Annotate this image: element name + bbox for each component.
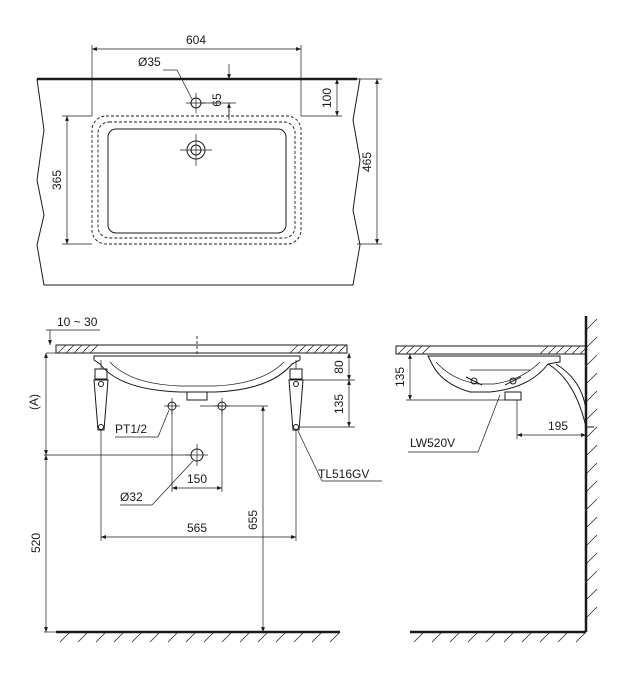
leader-trap-model: LW520V — [408, 394, 501, 453]
leader-faucet-hole: Ø35 — [138, 55, 193, 100]
side-countertop — [395, 345, 587, 355]
leader-pipe-thread: PT1/2 — [115, 409, 170, 438]
dim-mount-height-520: 520 — [29, 353, 56, 633]
bracket-spacing-label: 565 — [187, 521, 207, 535]
reference-a-label: (A) — [27, 394, 41, 410]
pipe-thread-label: PT1/2 — [115, 422, 147, 436]
side-floor — [410, 630, 587, 643]
dim-faucet-offset-65: 65 — [201, 64, 236, 120]
basin-outer-dashed — [91, 115, 302, 245]
dim-bowl-depth-365: 365 — [50, 115, 92, 245]
clearance-label: 10 ~ 30 — [57, 315, 98, 329]
leader-waste-dia: Ø32 — [120, 460, 194, 506]
faucet-hole-dia-label: Ø35 — [138, 55, 161, 69]
dim-counter-depth-465: 465 — [357, 78, 382, 245]
right-bracket — [288, 360, 304, 431]
dim-floor-to-waste-655: 655 — [200, 405, 268, 632]
plan-view: 604 Ø35 65 100 465 — [36, 33, 382, 286]
front-basin-body — [93, 336, 301, 401]
side-drop-label: 135 — [393, 367, 407, 387]
side-view: 135 195 LW520V — [393, 316, 598, 643]
basin-inner-dashed — [97, 121, 296, 239]
front-countertop — [55, 344, 348, 354]
bracket-drop-label: 135 — [332, 394, 346, 414]
dim-counter-edge-100: 100 — [301, 79, 342, 117]
width-label: 604 — [186, 33, 206, 47]
counter-depth-label: 465 — [360, 152, 374, 172]
bracket-model-label: TL516GV — [318, 467, 369, 481]
faucet-offset-label: 65 — [210, 93, 224, 107]
waste-dia-label: Ø32 — [120, 490, 143, 504]
dim-clearance: 10 ~ 30 — [46, 315, 100, 354]
leader-bracket-model: TL516GV — [297, 430, 382, 482]
bowl-outline — [107, 128, 287, 234]
dim-bracket-height-80: 80 — [300, 353, 355, 381]
bowl-drain-symbol — [180, 134, 212, 166]
mount-height-label: 520 — [29, 533, 43, 553]
dim-supply-spacing-150: 150 — [171, 410, 223, 492]
counter-edge-label: 100 — [320, 88, 334, 108]
floor-to-waste-label: 655 — [246, 510, 260, 530]
dim-side-drop-135: 135 — [393, 353, 506, 401]
side-wall — [584, 316, 598, 632]
supply-spacing-label: 150 — [187, 472, 207, 486]
side-basin-body — [427, 355, 561, 401]
dim-projection-195: 195 — [516, 400, 586, 439]
projection-label: 195 — [548, 419, 568, 433]
front-view: 10 ~ 30 (A) 80 135 PT1/2 150 — [27, 315, 382, 643]
bracket-height-label: 80 — [332, 360, 346, 374]
trap-model-label: LW520V — [410, 436, 455, 450]
dim-width-604: 604 — [91, 33, 302, 116]
side-bracket — [465, 363, 594, 428]
left-bracket — [93, 360, 109, 431]
countertop-outline — [36, 77, 361, 286]
dim-bracket-drop-135: 135 — [300, 380, 355, 428]
front-floor — [56, 630, 341, 643]
bowl-depth-label: 365 — [50, 170, 64, 190]
